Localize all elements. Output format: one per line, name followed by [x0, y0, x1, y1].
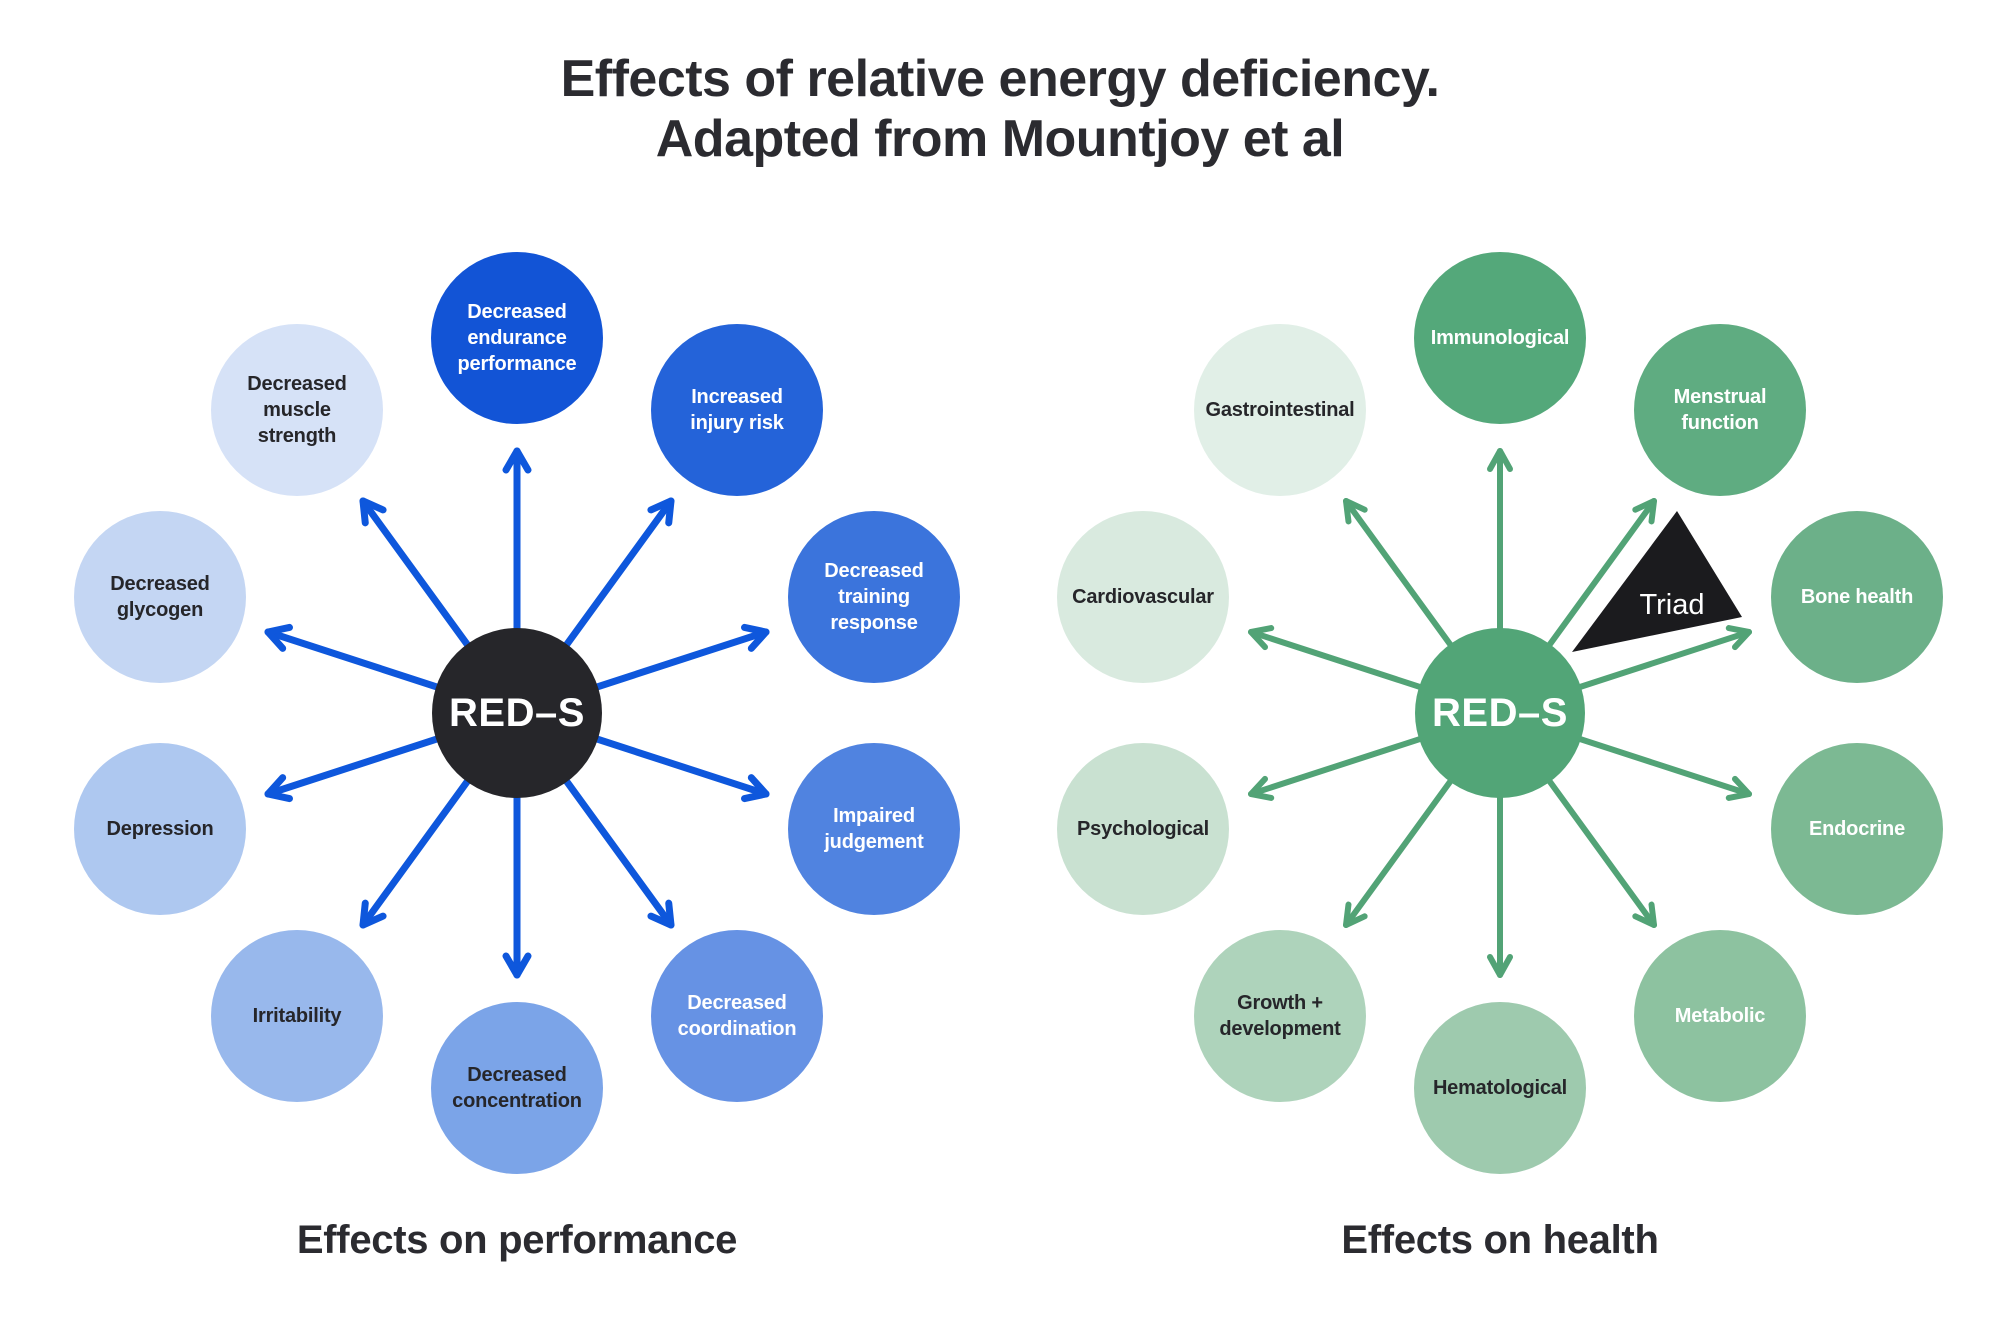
- node-label: Menstrual function: [1673, 386, 1767, 434]
- node-label: Immunological: [1430, 327, 1570, 349]
- node-label: Increased injury risk: [690, 386, 784, 434]
- node-label: Growth + development: [1219, 992, 1341, 1040]
- node-endocrine: Endocrine: [1771, 743, 1943, 915]
- node-label: Endocrine: [1809, 818, 1905, 840]
- node-label: Hematological: [1432, 1077, 1568, 1099]
- node-metabolic: Metabolic: [1634, 930, 1806, 1102]
- node-label: Depression: [106, 818, 214, 840]
- node-label: Decreased training response: [824, 560, 924, 634]
- node-label: Decreased concentration: [452, 1064, 582, 1112]
- node-menstrual-function: Menstrual function: [1634, 324, 1806, 496]
- node-decreased-concentration: Decreased concentration: [431, 1002, 603, 1174]
- node-label: Psychological: [1077, 818, 1209, 840]
- node-growth-development: Growth + development: [1194, 930, 1366, 1102]
- health-hub: RED–S: [1415, 628, 1585, 798]
- hub-label: RED–S: [449, 690, 585, 735]
- node-label: Cardiovascular: [1072, 586, 1214, 608]
- node-label: Decreased glycogen: [110, 573, 210, 621]
- node-decreased-endurance-performance: Decreased endurance performance: [431, 252, 603, 424]
- node-hematological: Hematological: [1414, 1002, 1586, 1174]
- node-label: Decreased endurance performance: [457, 301, 577, 375]
- node-depression: Depression: [74, 743, 246, 915]
- triad-label: Triad: [1640, 589, 1705, 621]
- node-decreased-glycogen: Decreased glycogen: [74, 511, 246, 683]
- node-label: Metabolic: [1674, 1005, 1766, 1027]
- page-title: Effects of relative energy deficiency. A…: [0, 50, 2000, 170]
- node-decreased-coordination: Decreased coordination: [651, 930, 823, 1102]
- node-gastrointestinal: Gastrointestinal: [1194, 324, 1366, 496]
- node-label: Bone health: [1800, 586, 1914, 608]
- node-label: Decreased coordination: [677, 992, 797, 1040]
- title-line-1: Effects of relative energy deficiency.: [560, 50, 1440, 108]
- node-psychological: Psychological: [1057, 743, 1229, 915]
- health-caption: Effects on health: [1341, 1218, 1659, 1262]
- node-increased-injury-risk: Increased injury risk: [651, 324, 823, 496]
- node-label: Impaired judgement: [824, 805, 924, 853]
- triad-triangle: [1572, 511, 1742, 652]
- title-line-2: Adapted from Mountjoy et al: [655, 109, 1345, 168]
- performance-caption: Effects on performance: [296, 1218, 738, 1262]
- performance-hub: RED–S: [432, 628, 602, 798]
- node-label: Decreased muscle strength: [247, 373, 347, 447]
- node-immunological: Immunological: [1414, 252, 1586, 424]
- node-bone-health: Bone health: [1771, 511, 1943, 683]
- node-cardiovascular: Cardiovascular: [1057, 511, 1229, 683]
- node-label: Irritability: [252, 1005, 342, 1027]
- node-impaired-judgement: Impaired judgement: [788, 743, 960, 915]
- node-label: Gastrointestinal: [1205, 399, 1355, 421]
- node-irritability: Irritability: [211, 930, 383, 1102]
- hub-label: RED–S: [1432, 690, 1568, 735]
- node-decreased-muscle-strength: Decreased muscle strength: [211, 324, 383, 496]
- node-decreased-training-response: Decreased training response: [788, 511, 960, 683]
